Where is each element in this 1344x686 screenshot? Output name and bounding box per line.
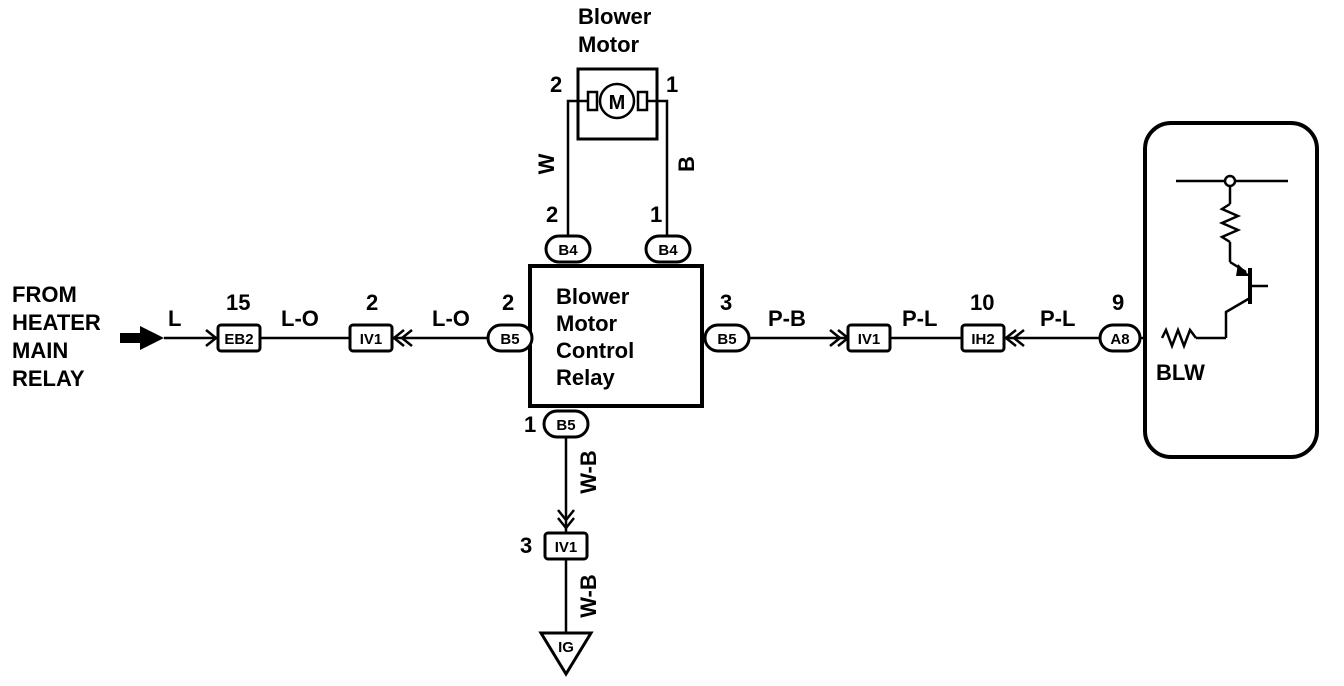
wire-label-b: B	[674, 156, 699, 172]
ground-ig-label: IG	[558, 639, 574, 656]
connector-b5-left-label: B5	[500, 331, 519, 348]
source-line-3: MAIN	[12, 338, 68, 363]
blw-label: BLW	[1156, 360, 1205, 385]
connector-b5-left: B5	[486, 323, 534, 353]
relay-left-pin: 2	[502, 290, 514, 315]
source-label: FROM HEATER MAIN RELAY	[12, 282, 101, 391]
motor-pin-1: 1	[666, 72, 678, 97]
motor-title-line-1: Blower	[578, 4, 652, 29]
relay-line-3: Control	[556, 338, 634, 363]
connector-eb2: EB2	[216, 323, 262, 353]
motor-leads	[566, 99, 669, 236]
relay-top-right-pin: 1	[650, 202, 662, 227]
connector-iv1-right-label: IV1	[858, 331, 881, 348]
connector-b4-right-label: B4	[658, 242, 678, 259]
relay-bottom-pin: 1	[524, 412, 536, 437]
connector-iv1-bottom: IV1	[543, 531, 589, 561]
source-line-1: FROM	[12, 282, 77, 307]
connector-ih2: IH2	[960, 323, 1006, 353]
connector-eb2-label: EB2	[224, 331, 253, 348]
connector-iv1-left-label: IV1	[360, 331, 383, 348]
left-wires	[164, 329, 488, 347]
wire-label-pl-2: P-L	[1040, 306, 1075, 331]
connector-iv1-bottom-label: IV1	[555, 539, 578, 556]
connector-b5-bottom-label: B5	[556, 417, 575, 434]
source-arrow-icon	[120, 326, 164, 350]
motor-pin-2: 2	[550, 72, 562, 97]
connector-b4-left: B4	[544, 234, 592, 264]
wire-label-l: L	[168, 306, 181, 331]
connector-b4-right: B4	[644, 234, 692, 264]
wire-label-pb: P-B	[768, 306, 806, 331]
motor-title-line-2: Motor	[578, 32, 640, 57]
bottom-wires	[557, 437, 575, 633]
eb2-pin-number: 15	[226, 290, 250, 315]
relay-line-2: Motor	[556, 311, 618, 336]
wire-label-pl-1: P-L	[902, 306, 937, 331]
transistor-circuit-icon	[1160, 174, 1288, 350]
source-line-2: HEATER	[12, 310, 101, 335]
connector-b5-bottom: B5	[542, 409, 590, 439]
wire-label-lo-2: L-O	[432, 306, 470, 331]
a8-pin-number: 9	[1112, 290, 1124, 315]
connector-a8-label: A8	[1110, 331, 1129, 348]
relay-top-left-pin: 2	[546, 202, 558, 227]
relay-line-4: Relay	[556, 365, 615, 390]
iv1-left-pin-number: 2	[366, 290, 378, 315]
relay-line-1: Blower	[556, 284, 630, 309]
wire-label-wb-1: W-B	[576, 450, 601, 494]
source-line-4: RELAY	[12, 366, 85, 391]
wire-label-w: W	[534, 153, 559, 174]
ih2-pin-number: 10	[970, 290, 994, 315]
relay-box	[528, 264, 704, 408]
connector-a8: A8	[1098, 323, 1142, 353]
connector-b5-right: B5	[703, 323, 751, 353]
blower-motor-icon: M	[576, 67, 659, 141]
connector-iv1-left: IV1	[348, 323, 394, 353]
connector-b4-left-label: B4	[558, 242, 578, 259]
wire-label-lo-1: L-O	[281, 306, 319, 331]
amplifier-box	[1143, 121, 1319, 459]
motor-symbol: M	[609, 92, 626, 114]
connector-iv1-right: IV1	[846, 323, 892, 353]
connector-b5-right-label: B5	[717, 331, 736, 348]
ground-ig-icon: IG	[538, 631, 594, 677]
relay-right-pin: 3	[720, 290, 732, 315]
wire-label-wb-2: W-B	[576, 574, 601, 618]
iv1-bottom-pin-number: 3	[520, 533, 532, 558]
connector-ih2-label: IH2	[971, 331, 994, 348]
